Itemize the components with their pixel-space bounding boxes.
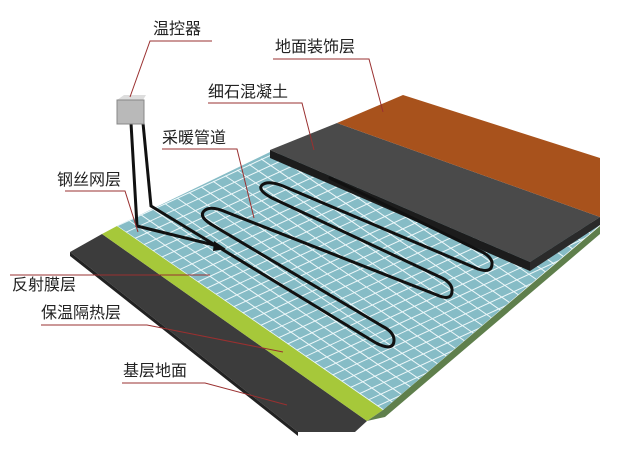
label-thermostat: 温控器 (153, 19, 202, 38)
leader-thermostat (129, 40, 212, 98)
base-floor-front-face (70, 252, 298, 436)
leader-base-floor (122, 382, 288, 406)
label-fine-concrete: 细石混凝土 (208, 82, 289, 101)
mesh-line (117, 152, 305, 238)
thermostat-wire (141, 122, 153, 207)
label-reflective-film: 反射膜层 (12, 275, 77, 294)
leader-insulation (41, 324, 284, 353)
mesh-line (140, 214, 428, 410)
mesh-line (476, 354, 600, 410)
base-floor-layer (70, 234, 367, 432)
mesh-line (117, 152, 283, 228)
mesh-line (117, 152, 171, 176)
mesh-line (521, 374, 600, 410)
mesh-line (454, 343, 600, 410)
floor-finish-layer (337, 95, 600, 217)
label-base-floor: 基层地面 (123, 361, 188, 380)
label-insulation: 保温隔热层 (41, 303, 122, 322)
mesh-line (544, 385, 600, 410)
fine-concrete-top (270, 123, 600, 262)
mesh-line (128, 219, 407, 410)
leader-heating-pipe (162, 148, 255, 219)
label-steel-mesh: 钢丝网层 (57, 170, 122, 189)
pipe-return-line (129, 121, 220, 248)
mesh-line (117, 152, 193, 187)
label-leaders (10, 40, 384, 406)
label-heating-pipe: 采暖管道 (162, 128, 227, 147)
leader-fine-concrete (208, 102, 315, 151)
mesh-line (117, 404, 126, 410)
label-floor-finish: 地面装饰层 (275, 37, 356, 56)
leader-steel-mesh (65, 190, 139, 233)
heating-pipe (149, 176, 494, 349)
mesh-line (566, 395, 600, 410)
flow-arrow-icon (213, 241, 226, 251)
mesh-line (499, 364, 600, 410)
leader-floor-finish (273, 58, 384, 113)
mesh-line (589, 405, 600, 410)
fine-concrete-side-face (530, 217, 600, 271)
mesh-line (117, 349, 206, 410)
mesh-line (117, 390, 146, 410)
thermostat-box-top (117, 95, 146, 100)
thermostat-box (116, 99, 145, 125)
